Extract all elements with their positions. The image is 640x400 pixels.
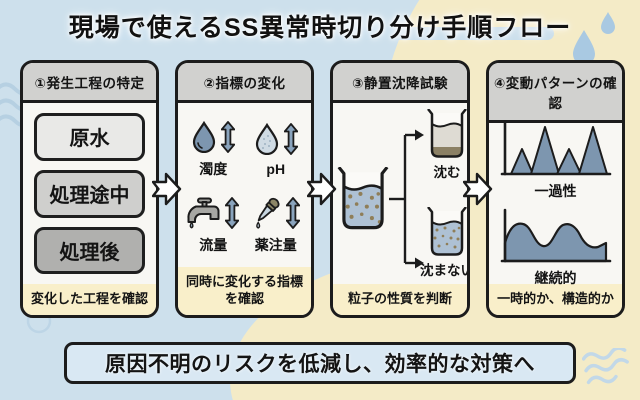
panel3-body: 沈む 沈まない bbox=[333, 103, 467, 284]
indicator-label-turbidity: 濁度 bbox=[199, 161, 228, 178]
right-arrow-icon bbox=[463, 172, 493, 206]
panel-step1-process: ①発生工程の特定 原水 処理途中 処理後 変化した工程を確認 bbox=[20, 60, 159, 318]
beaker-settled-icon bbox=[427, 109, 467, 158]
outcome-label-settles: 沈む bbox=[433, 165, 461, 180]
panel4-footer: 一時的か、構造的か bbox=[489, 284, 622, 315]
panel2-footer: 同時に変化する指標を確認 bbox=[178, 266, 311, 315]
panel4-header: ④変動パターンの確認 bbox=[489, 63, 622, 123]
branch-arrows-icon bbox=[389, 129, 424, 269]
stage-box-post-treatment: 処理後 bbox=[34, 226, 145, 275]
panel1-footer: 変化した工程を確認 bbox=[23, 284, 156, 315]
indicator-label-ph: pH bbox=[266, 161, 286, 178]
stage-box-raw-water: 原水 bbox=[34, 113, 145, 161]
dropper-icon bbox=[255, 198, 280, 230]
faucet-icon bbox=[187, 197, 220, 229]
up-down-arrow-icon bbox=[285, 197, 300, 230]
pattern-list: 一過性 継続的 bbox=[489, 120, 622, 286]
stage-box-mid-treatment: 処理途中 bbox=[34, 169, 145, 218]
panel-step2-indicators: ②指標の変化 濁度 bbox=[175, 60, 314, 318]
pattern-label-transient: 一過性 bbox=[534, 182, 577, 199]
panel4-body: 一過性 継続的 bbox=[489, 120, 622, 286]
indicator-flow: 流量 bbox=[182, 189, 245, 261]
up-down-arrow-icon bbox=[221, 121, 236, 154]
wave-chart-icon bbox=[500, 208, 611, 263]
up-down-arrow-icon bbox=[283, 123, 298, 156]
up-down-arrow-icon bbox=[225, 197, 240, 230]
indicator-dosing: 薬注量 bbox=[245, 189, 308, 261]
panel2-body: 濁度 bbox=[178, 103, 311, 267]
pattern-transient: 一過性 bbox=[489, 120, 622, 201]
panel2-header: ②指標の変化 bbox=[178, 63, 311, 103]
indicator-label-dosing: 薬注量 bbox=[254, 237, 297, 254]
indicator-ph: pH bbox=[245, 113, 308, 185]
panel3-header: ③静置沈降試験 bbox=[333, 63, 467, 103]
indicator-turbidity: 濁度 bbox=[182, 113, 245, 185]
process-stage-list: 原水 処理途中 処理後 bbox=[23, 103, 156, 284]
flow-row: ①発生工程の特定 原水 処理途中 処理後 変化した工程を確認 ②指標の変化 bbox=[20, 60, 625, 318]
indicator-grid: 濁度 bbox=[178, 103, 311, 267]
right-arrow-icon bbox=[307, 172, 337, 206]
panel3-footer: 粒子の性質を判断 bbox=[333, 284, 467, 315]
water-drop-light-icon bbox=[255, 123, 278, 156]
arrow-gap-2 bbox=[307, 60, 337, 318]
beaker-suspended-icon bbox=[427, 207, 467, 256]
spike-chart-icon bbox=[500, 121, 611, 176]
outcome-label-no-settle: 沈まない bbox=[420, 263, 470, 278]
panel1-header: ①発生工程の特定 bbox=[23, 63, 156, 103]
panel-step3-settling-test: ③静置沈降試験 bbox=[330, 60, 470, 318]
right-arrow-icon bbox=[152, 172, 182, 206]
title-highlight-band bbox=[92, 27, 554, 40]
conclusion-banner: 原因不明のリスクを低減し、効率的な対策へ bbox=[64, 342, 576, 384]
settling-diagram: 沈む 沈まない bbox=[333, 103, 467, 284]
arrow-gap-3 bbox=[463, 60, 493, 318]
indicator-label-flow: 流量 bbox=[199, 237, 228, 254]
pattern-continuous: 継続的 bbox=[489, 207, 622, 288]
panel-step4-patterns: ④変動パターンの確認 bbox=[486, 60, 625, 318]
pattern-label-continuous: 継続的 bbox=[534, 269, 577, 286]
panel1-body: 原水 処理途中 処理後 bbox=[23, 103, 156, 284]
arrow-gap-1 bbox=[152, 60, 182, 318]
beaker-sample-icon bbox=[337, 167, 389, 230]
page-title: 現場で使えるSS異常時切り分け手順フロー bbox=[68, 14, 572, 42]
water-drop-icon bbox=[193, 121, 216, 154]
